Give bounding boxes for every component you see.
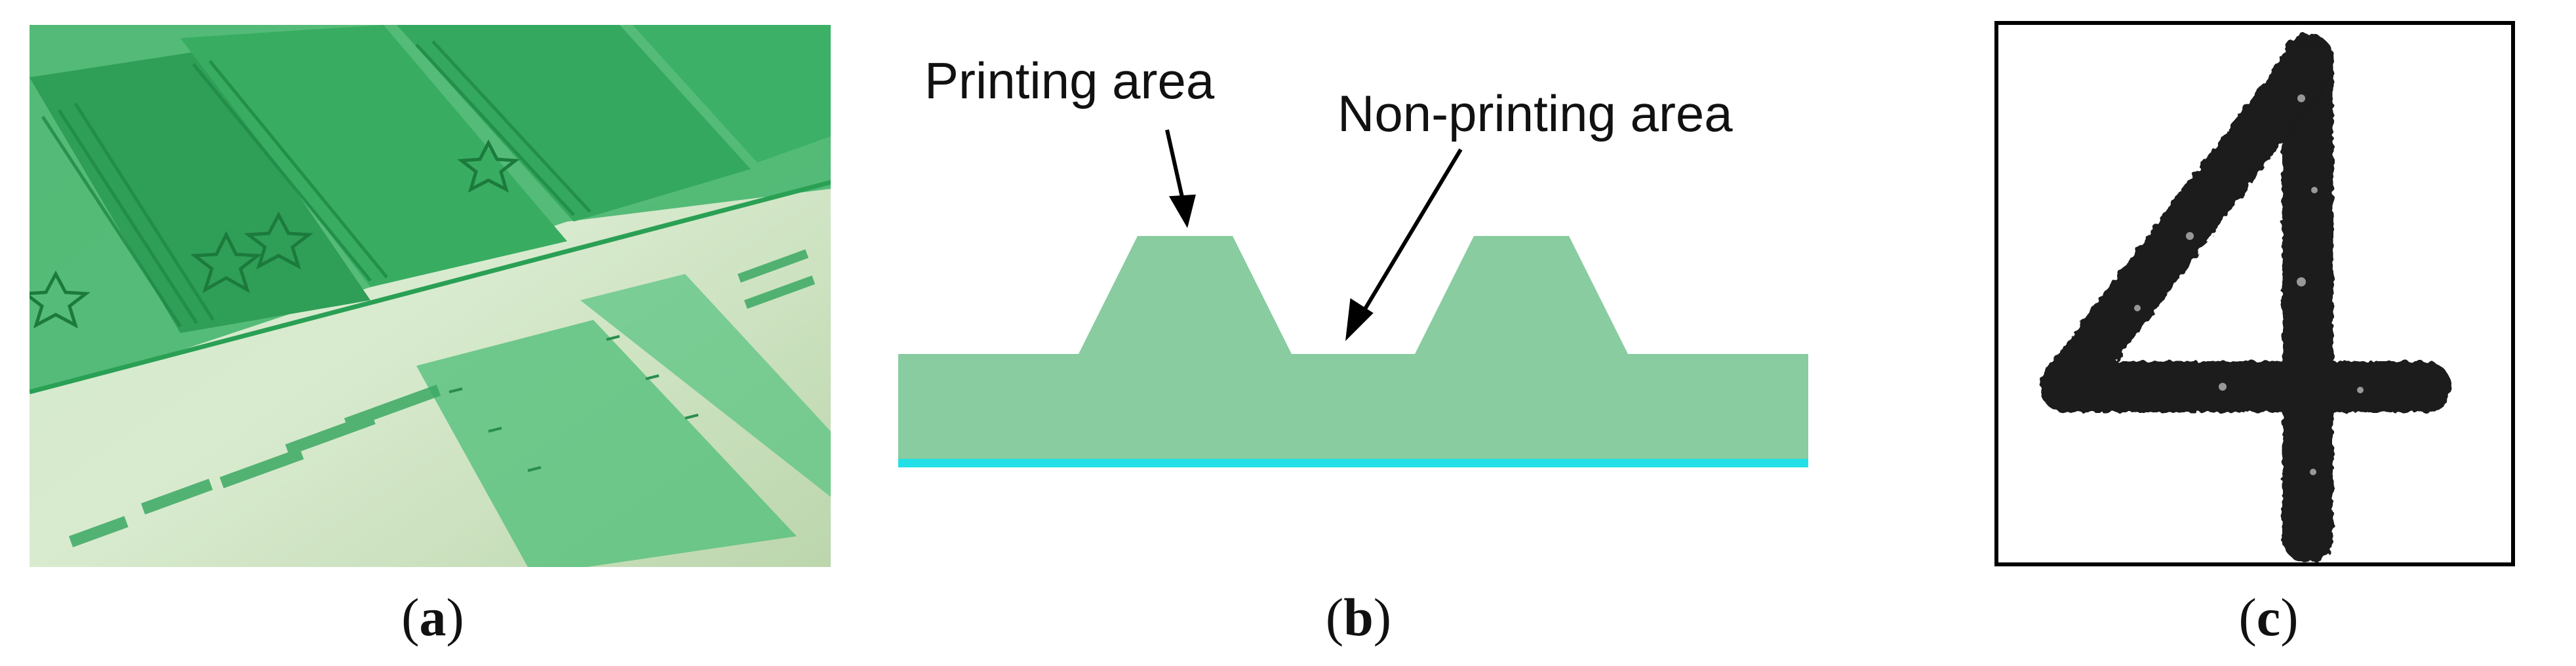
- ruler-plate: [580, 274, 831, 497]
- star-motifs: [30, 139, 520, 329]
- plate-profile: [898, 236, 1808, 465]
- base-layer: [898, 459, 1808, 467]
- caption-a: (a): [401, 587, 464, 647]
- plate-strip: [397, 25, 751, 222]
- digit-4-speckle: [2134, 94, 2364, 475]
- printing-area-label: Printing area: [924, 52, 1215, 109]
- embossed-text-blocks: [69, 249, 816, 547]
- non-printing-area-label: Non-printing area: [1338, 85, 1733, 142]
- plate-strip: [180, 25, 567, 287]
- printing-plate-photo: [30, 25, 831, 567]
- digit-4-glyph: [2040, 33, 2451, 563]
- printing-area-arrow: [1165, 129, 1196, 228]
- plate-cross-section-diagram: Printing area Non-printing area: [898, 52, 1808, 467]
- plate-strip: [633, 25, 831, 163]
- plate-strip: [30, 51, 370, 333]
- ruler-ticks: [448, 335, 699, 472]
- printed-digit-box: 4: [1994, 21, 2515, 566]
- plate-stripes: [41, 40, 591, 328]
- caption-b: (b): [1325, 587, 1392, 647]
- plate-divider: [30, 180, 831, 395]
- ruler-plate: [416, 320, 797, 567]
- caption-c: (c): [2238, 587, 2299, 647]
- non-printing-area-arrow: [1345, 148, 1463, 342]
